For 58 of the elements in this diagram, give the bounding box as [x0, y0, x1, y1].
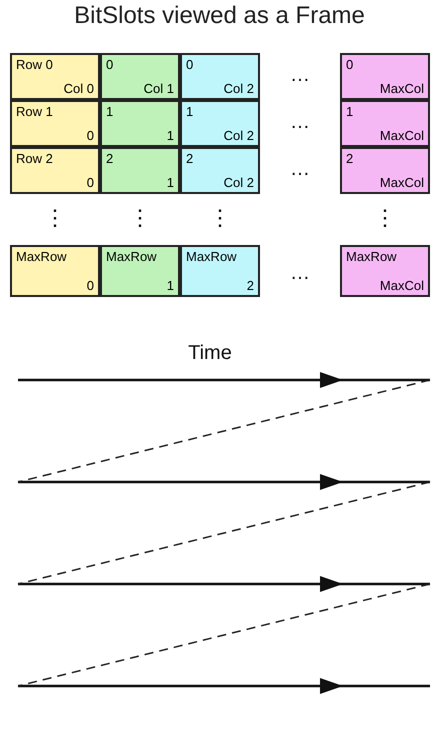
cell-text: 2 — [186, 151, 194, 166]
cell-text: Row 1 — [16, 104, 53, 119]
cell-text: MaxRow — [186, 249, 237, 264]
ellipsis: … — [289, 158, 311, 181]
axis-label: Time — [187, 342, 233, 365]
cell-text: Row 0 — [16, 57, 53, 72]
grid-cell — [100, 147, 180, 194]
grid-cell — [340, 147, 430, 194]
cell-text: MaxCol — [380, 81, 424, 96]
cell-text: Col 2 — [224, 175, 254, 190]
grid-cell — [180, 100, 260, 147]
cell-text: MaxCol — [380, 278, 424, 293]
cell-text: MaxRow — [16, 249, 67, 264]
cell-text: Col 2 — [224, 128, 254, 143]
grid-cell — [100, 245, 180, 297]
cell-text: 1 — [166, 175, 174, 190]
cell-text: MaxRow — [106, 249, 157, 264]
cell-text: Row 2 — [16, 151, 53, 166]
grid-cell — [180, 147, 260, 194]
cell-text: 1 — [166, 128, 174, 143]
ellipsis: ⋮ — [43, 205, 67, 231]
grid-cell — [340, 100, 430, 147]
ellipsis: … — [289, 64, 311, 87]
grid-cell — [100, 53, 180, 100]
ellipsis: ⋮ — [373, 205, 397, 231]
ellipsis: … — [289, 262, 311, 285]
grid-cell — [100, 100, 180, 147]
cell-text: Col 2 — [224, 81, 254, 96]
cell-text: 0 — [86, 278, 94, 293]
cell-text: 2 — [106, 151, 114, 166]
grid-cell — [340, 245, 430, 297]
grid-cell — [10, 100, 100, 147]
ellipsis: … — [289, 111, 311, 134]
cell-text: 0 — [86, 128, 94, 143]
cell-text: 2 — [346, 151, 354, 166]
cell-text: MaxCol — [380, 175, 424, 190]
cell-text: 0 — [86, 175, 94, 190]
cell-text: 0 — [106, 57, 114, 72]
cell-text: 1 — [346, 104, 354, 119]
cell-text: 0 — [346, 57, 354, 72]
cell-text: 1 — [166, 278, 174, 293]
grid-cell — [180, 245, 260, 297]
cell-text: Col 0 — [64, 81, 94, 96]
cell-text: MaxCol — [380, 128, 424, 143]
ellipsis: ⋮ — [208, 205, 232, 231]
grid-cell — [340, 53, 430, 100]
cell-text: 1 — [106, 104, 114, 119]
diagram-title: BitSlots viewed as a Frame — [73, 2, 366, 30]
cell-text: 1 — [186, 104, 194, 119]
cell-text: MaxRow — [346, 249, 397, 264]
grid-cell — [10, 53, 100, 100]
ellipsis: ⋮ — [128, 205, 152, 231]
cell-text: 0 — [186, 57, 194, 72]
grid-cell — [10, 147, 100, 194]
grid-cell — [10, 245, 100, 297]
cell-text: 2 — [246, 278, 254, 293]
cell-text: Col 1 — [144, 81, 174, 96]
grid-cell — [180, 53, 260, 100]
